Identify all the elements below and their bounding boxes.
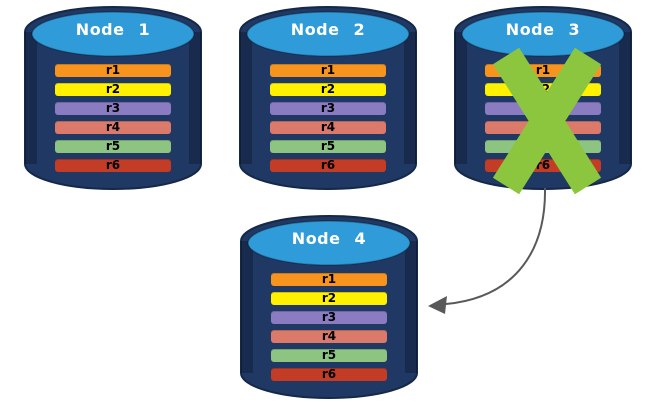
replica-bar-r5: r5 <box>271 349 387 362</box>
replica-bar-r1: r1 <box>270 64 386 77</box>
replica-list: r1 r2 r3 r4 r5 r6 <box>271 273 387 387</box>
node-title: Node 1 <box>75 20 151 39</box>
replica-list: r1 r2 r3 r4 r5 r6 <box>270 64 386 178</box>
replica-bar-r2: r2 <box>270 83 386 96</box>
replica-bar-r4: r4 <box>271 330 387 343</box>
replica-bar-r5: r5 <box>55 140 171 153</box>
replica-bar-r6: r6 <box>271 368 387 381</box>
arrowhead-icon <box>428 296 447 314</box>
node-title: Node 3 <box>505 20 581 39</box>
node-3: Node 3 r1 r2 r3 r4 r5 r6 <box>454 6 632 194</box>
node-title: Node 2 <box>290 20 366 39</box>
replica-bar-r3: r3 <box>270 102 386 115</box>
replica-bar-r3: r3 <box>271 311 387 324</box>
replica-bar-r3: r3 <box>55 102 171 115</box>
node-title: Node 4 <box>291 229 367 248</box>
node-4: Node 4 r1 r2 r3 r4 r5 r6 <box>240 215 418 399</box>
replica-bar-r6: r6 <box>270 159 386 172</box>
node-1: Node 1 r1 r2 r3 r4 r5 r6 <box>24 6 202 190</box>
replica-bar-r5: r5 <box>270 140 386 153</box>
replica-list: r1 r2 r3 r4 r5 r6 <box>55 64 171 178</box>
replica-bar-r6: r6 <box>55 159 171 172</box>
replica-bar-r4: r4 <box>270 121 386 134</box>
failure-x-icon <box>492 48 602 194</box>
replica-bar-r1: r1 <box>271 273 387 286</box>
node-2: Node 2 r1 r2 r3 r4 r5 r6 <box>239 6 417 190</box>
replica-bar-r4: r4 <box>55 121 171 134</box>
replica-bar-r2: r2 <box>55 83 171 96</box>
replica-bar-r1: r1 <box>55 64 171 77</box>
replica-bar-r2: r2 <box>271 292 387 305</box>
